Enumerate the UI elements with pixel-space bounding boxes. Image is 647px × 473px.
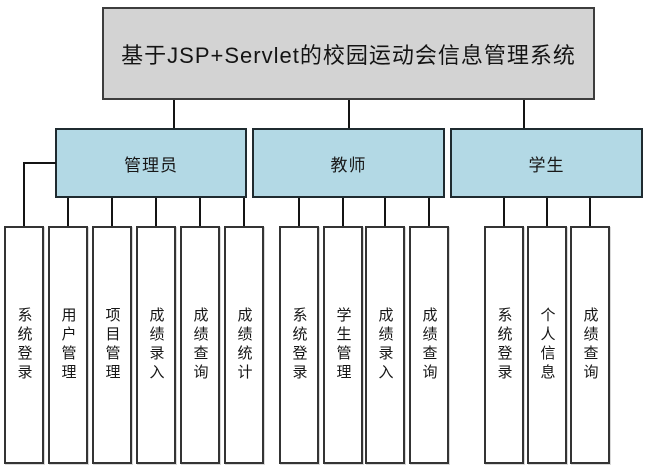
connector-teacher-leaf2 — [342, 198, 344, 226]
connector-root-student — [523, 100, 525, 128]
connector-teacher-leaf1 — [298, 198, 300, 226]
leaf-label: 系统登录 — [495, 307, 513, 383]
connector-teacher-leaf4 — [428, 198, 430, 226]
leaf-node-admin-score-entry: 成绩录入 — [136, 226, 176, 464]
leaf-label: 系统登录 — [15, 307, 33, 383]
leaf-label: 用户管理 — [59, 307, 77, 383]
connector-root-admin — [173, 100, 175, 128]
connector-admin-leaf2 — [67, 198, 69, 226]
leaf-label: 成绩查询 — [420, 307, 438, 383]
leaf-label: 成绩录入 — [376, 307, 394, 383]
root-title: 基于JSP+Servlet的校园运动会信息管理系统 — [121, 42, 576, 68]
leaf-node-admin-user-management: 用户管理 — [48, 226, 88, 464]
connector-admin-leaf5 — [199, 198, 201, 226]
connector-admin-leaf3 — [111, 198, 113, 226]
leaf-label: 学生管理 — [334, 307, 352, 383]
leaf-label: 个人信息 — [538, 307, 556, 383]
leaf-node-student-score-query: 成绩查询 — [570, 226, 610, 464]
branch-label-admin: 管理员 — [124, 155, 178, 175]
branch-node-student: 学生 — [450, 128, 643, 198]
connector-admin-leaf1-vertical — [23, 162, 25, 226]
leaf-node-teacher-score-entry: 成绩录入 — [365, 226, 405, 464]
leaf-label: 成绩统计 — [235, 307, 253, 383]
connector-admin-leaf6 — [243, 198, 245, 226]
leaf-label: 系统登录 — [290, 307, 308, 383]
connector-student-leaf3 — [589, 198, 591, 226]
connector-admin-leaf4 — [155, 198, 157, 226]
leaf-label: 项目管理 — [103, 307, 121, 383]
branch-node-teacher: 教师 — [252, 128, 445, 198]
leaf-label: 成绩录入 — [147, 307, 165, 383]
branch-node-admin: 管理员 — [55, 128, 247, 198]
leaf-label: 成绩查询 — [581, 307, 599, 383]
leaf-node-teacher-student-management: 学生管理 — [323, 226, 363, 464]
connector-student-leaf2 — [546, 198, 548, 226]
leaf-node-teacher-score-query: 成绩查询 — [409, 226, 449, 464]
leaf-node-admin-system-login: 系统登录 — [4, 226, 44, 464]
connector-admin-leaf1-horizontal — [23, 162, 56, 164]
branch-label-teacher: 教师 — [330, 155, 367, 175]
leaf-node-teacher-system-login: 系统登录 — [279, 226, 319, 464]
connector-root-teacher — [348, 100, 350, 128]
root-node: 基于JSP+Servlet的校园运动会信息管理系统 — [102, 7, 595, 100]
leaf-node-admin-project-management: 项目管理 — [92, 226, 132, 464]
leaf-label: 成绩查询 — [191, 307, 209, 383]
connector-teacher-leaf3 — [384, 198, 386, 226]
connector-student-leaf1 — [503, 198, 505, 226]
leaf-node-student-personal-info: 个人信息 — [527, 226, 567, 464]
branch-label-student: 学生 — [528, 155, 565, 175]
leaf-node-admin-score-query: 成绩查询 — [180, 226, 220, 464]
leaf-node-student-system-login: 系统登录 — [484, 226, 524, 464]
leaf-node-admin-score-statistics: 成绩统计 — [224, 226, 264, 464]
